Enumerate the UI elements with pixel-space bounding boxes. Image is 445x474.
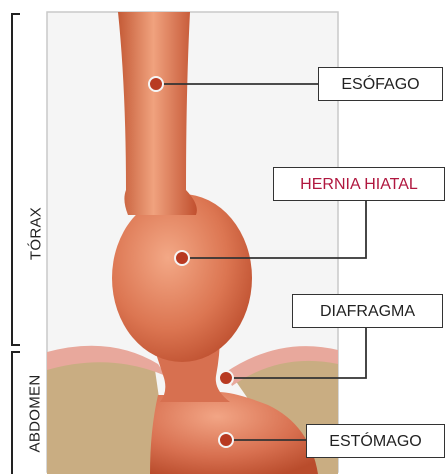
esophagus-callout: ESÓFAGO xyxy=(318,67,443,101)
stomach-dot xyxy=(219,433,233,447)
esophagus-dot xyxy=(149,77,163,91)
hernia-dot xyxy=(175,251,189,265)
diaphragm-leader xyxy=(226,328,366,378)
hernia-leader xyxy=(182,198,366,258)
diaphragm-dot xyxy=(219,371,233,385)
hiatal-hernia-callout: HERNIA HIATAL xyxy=(273,167,445,201)
stomach-callout: ESTÓMAGO xyxy=(306,424,445,458)
diaphragm-callout: DIAFRAGMA xyxy=(292,294,443,328)
